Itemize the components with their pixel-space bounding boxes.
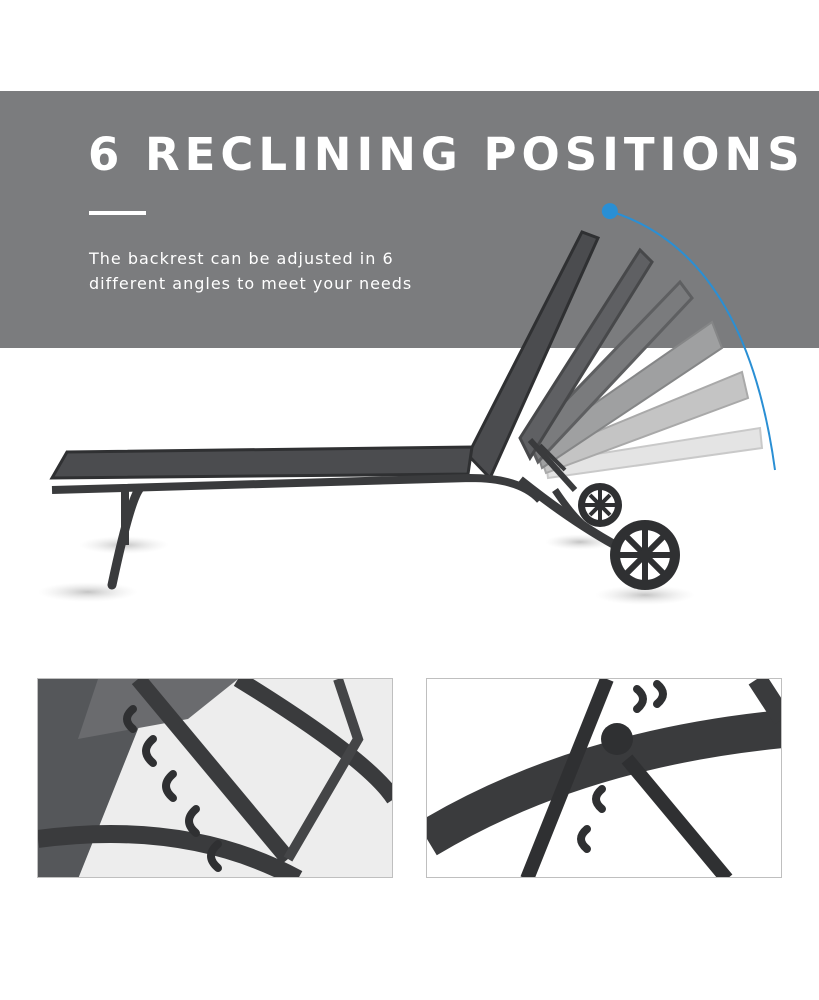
description-line-1: The backrest can be adjusted in 6 — [89, 249, 394, 268]
headline-underline — [89, 211, 146, 215]
seat-fabric — [49, 445, 474, 480]
front-wheel — [610, 520, 680, 590]
chaise-lounge-illustration — [38, 203, 776, 605]
backrest-position-1 — [466, 230, 601, 481]
ratchet-bracket — [538, 443, 567, 472]
description: The backrest can be adjusted in 6 differ… — [89, 246, 489, 296]
description-line-2: different angles to meet your needs — [89, 274, 413, 293]
hinge-closeup-illustration — [427, 679, 781, 877]
recline-arrow — [601, 203, 776, 471]
headline: 6 RECLINING POSITIONS — [88, 128, 805, 181]
rear-leg — [552, 488, 593, 533]
ratchet-closeup-illustration — [38, 679, 392, 877]
ratchet-bracket — [527, 437, 578, 493]
floor-shadow — [38, 582, 138, 602]
detail-photo-ratchet — [37, 678, 393, 878]
backrest-position-2 — [518, 247, 654, 462]
detail-photo-hinge — [426, 678, 782, 878]
rear-leg — [517, 476, 618, 549]
backrest-position-3 — [526, 279, 694, 465]
backrest-positions — [466, 230, 764, 481]
rear-wheel — [578, 483, 622, 527]
floor-shadow — [595, 585, 695, 605]
